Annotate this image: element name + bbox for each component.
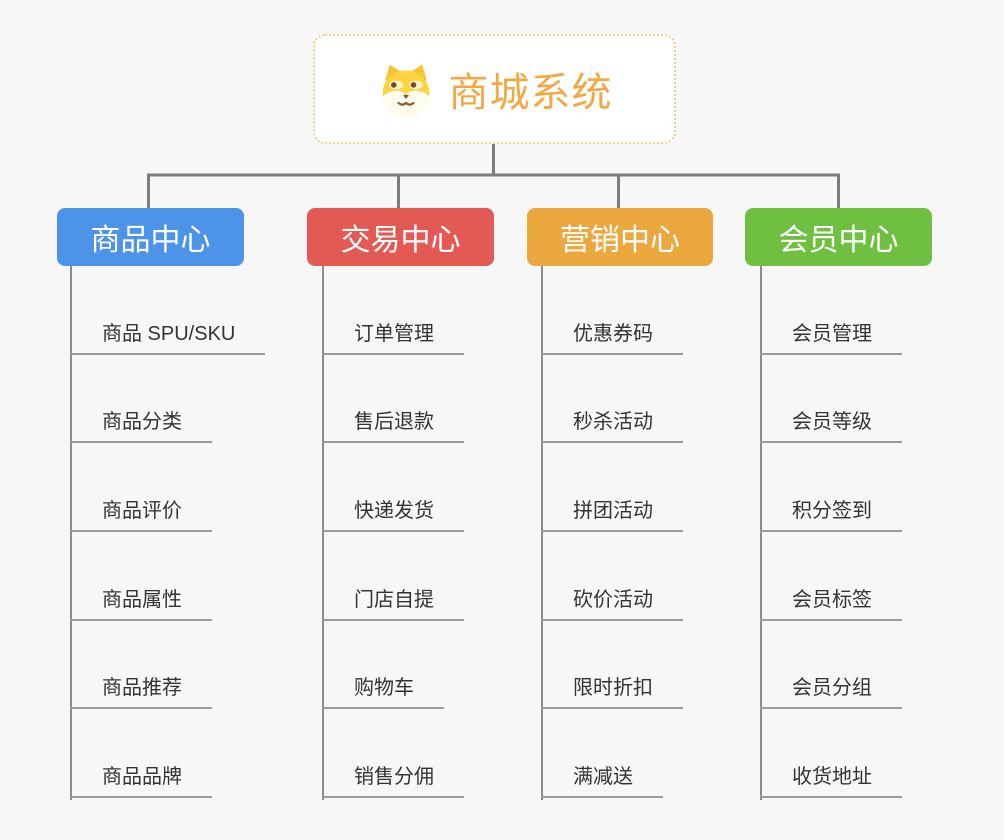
leaf-node[interactable]: 商品分类 <box>70 355 212 444</box>
leaf-node[interactable]: 商品推荐 <box>70 621 212 710</box>
leaf-node[interactable]: 商品属性 <box>70 532 212 621</box>
branch-spine <box>541 266 543 800</box>
leaf-node[interactable]: 门店自提 <box>322 532 464 621</box>
leaf-node[interactable]: 购物车 <box>322 621 444 710</box>
root-title: 商城系统 <box>448 71 613 115</box>
branch-spine <box>322 266 324 800</box>
leaf-node[interactable]: 商品评价 <box>70 443 212 533</box>
leaf-node[interactable]: 售后退款 <box>322 355 464 444</box>
leaf-node[interactable]: 快递发货 <box>322 443 464 533</box>
leaf-node[interactable]: 优惠券码 <box>541 266 683 355</box>
branch-node-member-center[interactable]: 会员中心 <box>745 208 932 266</box>
leaf-node[interactable]: 秒杀活动 <box>541 355 683 444</box>
leaf-node[interactable]: 会员分组 <box>760 621 902 710</box>
leaf-node[interactable]: 会员等级 <box>760 355 902 444</box>
leaf-node[interactable]: 满减送 <box>541 709 663 799</box>
branch-children-marketing: 优惠券码 秒杀活动 拼团活动 砍价活动 限时折扣 满减送 <box>541 266 683 800</box>
branch-spine <box>760 266 762 800</box>
leaf-node[interactable]: 拼团活动 <box>541 443 683 533</box>
dog-face-icon <box>382 64 429 116</box>
branch-children-product: 商品 SPU/SKU 商品分类 商品评价 商品属性 商品推荐 商品品牌 <box>70 266 266 800</box>
leaf-node[interactable]: 积分签到 <box>760 443 902 533</box>
leaf-node[interactable]: 砍价活动 <box>541 532 683 621</box>
leaf-node[interactable]: 收货地址 <box>760 709 902 799</box>
branch-node-marketing-center[interactable]: 营销中心 <box>527 208 713 266</box>
leaf-node[interactable]: 会员标签 <box>760 532 902 621</box>
branch-node-trade-center[interactable]: 交易中心 <box>307 208 494 266</box>
leaf-node[interactable]: 销售分佣 <box>322 709 464 799</box>
leaf-node[interactable]: 限时折扣 <box>541 621 683 710</box>
leaf-node[interactable]: 商品 SPU/SKU <box>70 266 266 355</box>
branch-spine <box>70 266 72 800</box>
branch-children-trade: 订单管理 售后退款 快递发货 门店自提 购物车 销售分佣 <box>322 266 464 800</box>
leaf-node[interactable]: 商品品牌 <box>70 709 212 799</box>
leaf-node[interactable]: 订单管理 <box>322 266 464 355</box>
leaf-node[interactable]: 会员管理 <box>760 266 902 355</box>
branch-node-product-center[interactable]: 商品中心 <box>57 208 244 266</box>
root-node[interactable]: 商城系统 <box>313 34 676 144</box>
connector-path <box>147 144 840 210</box>
branch-children-member: 会员管理 会员等级 积分签到 会员标签 会员分组 收货地址 <box>760 266 902 800</box>
